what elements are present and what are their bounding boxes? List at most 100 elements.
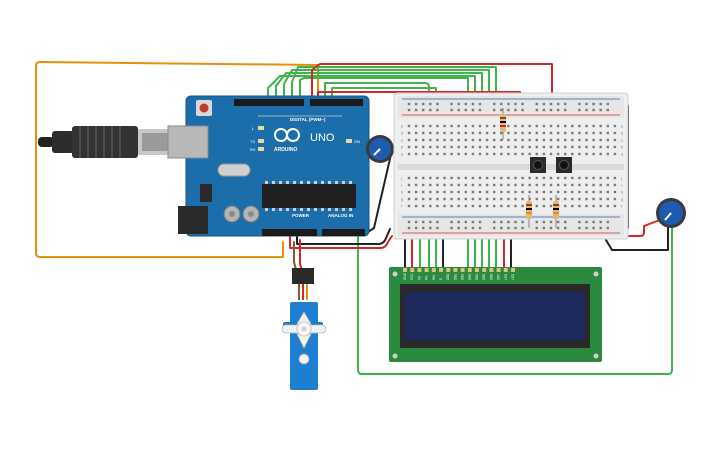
breadboard-hole[interactable] bbox=[429, 197, 432, 201]
lcd-pin[interactable] bbox=[482, 268, 487, 272]
breadboard-hole[interactable] bbox=[422, 204, 425, 208]
breadboard-hole[interactable] bbox=[592, 176, 595, 180]
breadboard-hole[interactable] bbox=[514, 176, 517, 180]
breadboard-hole[interactable] bbox=[507, 131, 510, 135]
breadboard-rail-hole[interactable] bbox=[556, 220, 560, 224]
breadboard-hole[interactable] bbox=[578, 145, 581, 149]
breadboard-hole[interactable] bbox=[436, 138, 439, 142]
breadboard-hole[interactable] bbox=[407, 204, 411, 208]
breadboard-hole[interactable] bbox=[599, 124, 602, 128]
breadboard-rail-hole[interactable] bbox=[535, 102, 538, 106]
breadboard-rail-hole[interactable] bbox=[429, 108, 432, 112]
breadboard-rail-hole[interactable] bbox=[578, 226, 581, 230]
breadboard-hole[interactable] bbox=[556, 124, 560, 128]
breadboard-hole[interactable] bbox=[464, 183, 467, 187]
breadboard-rail-hole[interactable] bbox=[521, 108, 524, 112]
breadboard-hole[interactable] bbox=[450, 204, 453, 208]
breadboard-hole[interactable] bbox=[500, 183, 503, 187]
breadboard-hole[interactable] bbox=[450, 131, 453, 135]
breadboard-hole[interactable] bbox=[436, 197, 439, 201]
breadboard-hole[interactable] bbox=[599, 183, 602, 187]
wire-orange-servo-signal[interactable] bbox=[35, 61, 319, 258]
breadboard-rail-hole[interactable] bbox=[478, 226, 482, 230]
breadboard-rail-hole[interactable] bbox=[578, 102, 581, 106]
servo-motor[interactable] bbox=[281, 268, 327, 390]
breadboard-hole[interactable] bbox=[571, 204, 574, 208]
breadboard-rail-hole[interactable] bbox=[592, 220, 595, 224]
breadboard-rail-hole[interactable] bbox=[542, 102, 546, 106]
breadboard-hole[interactable] bbox=[464, 131, 467, 135]
breadboard-rail-hole[interactable] bbox=[471, 226, 475, 230]
breadboard-hole[interactable] bbox=[564, 190, 567, 194]
breadboard-hole[interactable] bbox=[485, 183, 489, 187]
breadboard-hole[interactable] bbox=[429, 204, 432, 208]
breadboard-hole[interactable] bbox=[585, 197, 588, 201]
breadboard-hole[interactable] bbox=[592, 145, 595, 149]
breadboard-hole[interactable] bbox=[514, 152, 517, 156]
breadboard-rail-hole[interactable] bbox=[592, 102, 595, 106]
breadboard-hole[interactable] bbox=[436, 190, 439, 194]
wire-black-gnd-rail[interactable] bbox=[296, 228, 391, 245]
breadboard-hole[interactable] bbox=[422, 190, 425, 194]
breadboard-hole[interactable] bbox=[443, 190, 446, 194]
breadboard-hole[interactable] bbox=[528, 190, 531, 194]
breadboard-hole[interactable] bbox=[514, 190, 517, 194]
breadboard-hole[interactable] bbox=[450, 124, 453, 128]
breadboard-rail-hole[interactable] bbox=[493, 108, 496, 112]
breadboard-rail-hole[interactable] bbox=[606, 226, 609, 230]
breadboard-rail-hole[interactable] bbox=[407, 102, 411, 106]
breadboard-hole[interactable] bbox=[422, 124, 425, 128]
breadboard-rail-hole[interactable] bbox=[450, 102, 453, 106]
usb-plug-grip[interactable] bbox=[72, 126, 138, 158]
breadboard-hole[interactable] bbox=[471, 138, 475, 142]
breadboard-hole[interactable] bbox=[528, 131, 531, 135]
breadboard-hole[interactable] bbox=[542, 176, 546, 180]
breadboard-hole[interactable] bbox=[564, 131, 567, 135]
breadboard-hole[interactable] bbox=[493, 197, 496, 201]
breadboard-hole[interactable] bbox=[407, 183, 411, 187]
breadboard-rail-hole[interactable] bbox=[507, 226, 510, 230]
breadboard-hole[interactable] bbox=[549, 138, 553, 142]
breadboard-rail-hole[interactable] bbox=[500, 108, 503, 112]
breadboard-hole[interactable] bbox=[571, 197, 574, 201]
breadboard-rail-hole[interactable] bbox=[422, 102, 425, 106]
breadboard-hole[interactable] bbox=[549, 183, 553, 187]
breadboard-rail-hole[interactable] bbox=[585, 220, 588, 224]
breadboard-hole[interactable] bbox=[585, 183, 588, 187]
breadboard-hole[interactable] bbox=[528, 145, 531, 149]
breadboard-hole[interactable] bbox=[535, 197, 538, 201]
breadboard-hole[interactable] bbox=[549, 152, 553, 156]
breadboard-hole[interactable] bbox=[414, 183, 418, 187]
breadboard-hole[interactable] bbox=[592, 131, 595, 135]
breadboard-hole[interactable] bbox=[514, 124, 517, 128]
lcd-pin[interactable] bbox=[417, 268, 422, 272]
breadboard-hole[interactable] bbox=[464, 176, 467, 180]
wire-red-5v-rail[interactable] bbox=[289, 231, 393, 249]
breadboard-rail-hole[interactable] bbox=[599, 226, 602, 230]
breadboard-rail-hole[interactable] bbox=[542, 108, 546, 112]
breadboard-hole[interactable] bbox=[436, 152, 439, 156]
breadboard-hole[interactable] bbox=[436, 183, 439, 187]
breadboard-hole[interactable] bbox=[564, 197, 567, 201]
breadboard-rail-hole[interactable] bbox=[500, 226, 503, 230]
breadboard-rail-hole[interactable] bbox=[592, 226, 595, 230]
breadboard-hole[interactable] bbox=[500, 197, 503, 201]
breadboard-hole[interactable] bbox=[585, 190, 588, 194]
breadboard-hole[interactable] bbox=[478, 176, 482, 180]
breadboard-rail-hole[interactable] bbox=[542, 220, 546, 224]
breadboard-hole[interactable] bbox=[478, 131, 482, 135]
breadboard-hole[interactable] bbox=[464, 190, 467, 194]
breadboard-hole[interactable] bbox=[414, 145, 418, 149]
lcd-pin[interactable] bbox=[503, 268, 508, 272]
breadboard-hole[interactable] bbox=[429, 183, 432, 187]
breadboard-hole[interactable] bbox=[457, 176, 460, 180]
breadboard-rail-hole[interactable] bbox=[564, 226, 567, 230]
breadboard-hole[interactable] bbox=[599, 131, 602, 135]
breadboard-rail-hole[interactable] bbox=[450, 220, 453, 224]
breadboard-rail-hole[interactable] bbox=[514, 108, 517, 112]
breadboard-hole[interactable] bbox=[407, 145, 411, 149]
breadboard-rail-hole[interactable] bbox=[422, 226, 425, 230]
breadboard-hole[interactable] bbox=[450, 152, 453, 156]
breadboard-hole[interactable] bbox=[564, 204, 567, 208]
breadboard-hole[interactable] bbox=[507, 183, 510, 187]
